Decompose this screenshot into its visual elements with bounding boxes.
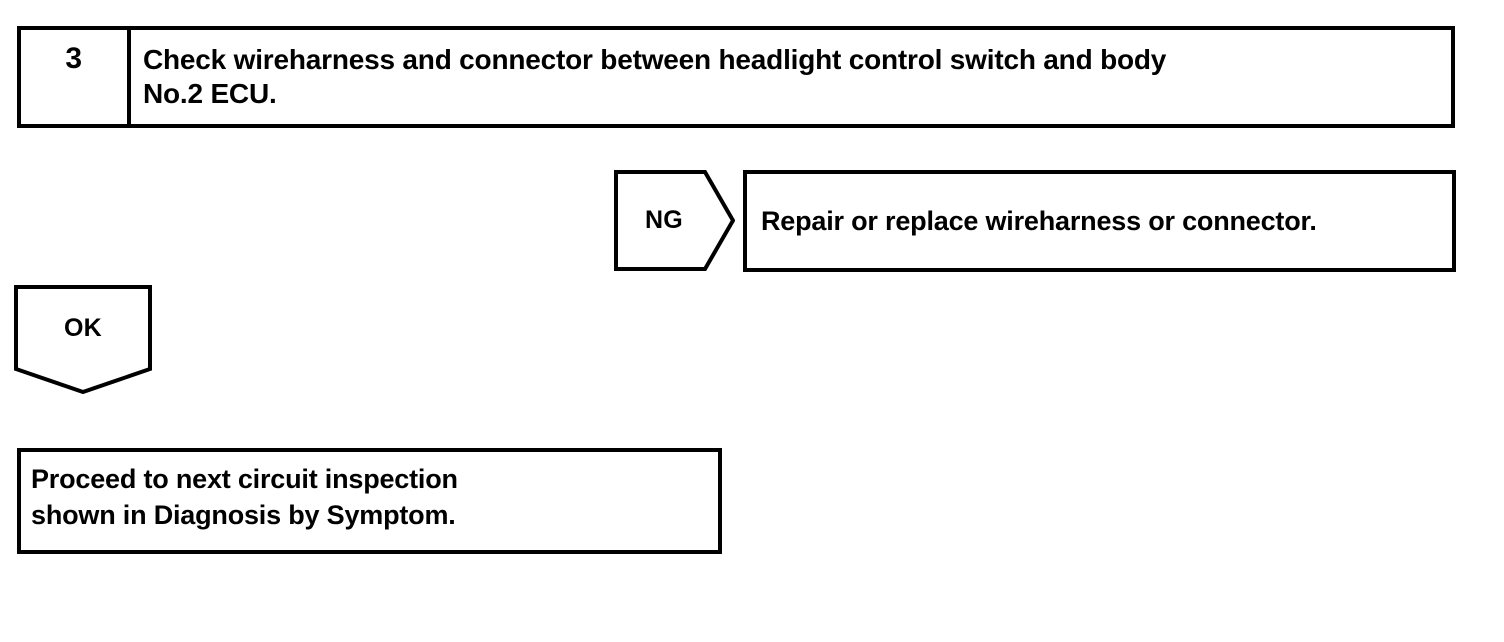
ng-branch-arrow (614, 170, 735, 271)
ok-branch-arrow (14, 285, 152, 394)
final-outcome-text: Proceed to next circuit inspection shown… (31, 464, 458, 530)
ng-result-text: Repair or replace wireharness or connect… (761, 205, 1317, 236)
step-instruction-text: Check wireharness and connector between … (143, 44, 1167, 110)
ok-arrow-icon (14, 285, 152, 394)
step-number-cell: 3 (21, 30, 131, 124)
final-outcome-box: Proceed to next circuit inspection shown… (17, 448, 722, 554)
step-number: 3 (65, 42, 83, 75)
ng-result-box: Repair or replace wireharness or connect… (743, 170, 1456, 272)
step-instruction-cell: Check wireharness and connector between … (131, 30, 1451, 124)
ng-arrow-icon (614, 170, 735, 271)
step-row: 3 Check wireharness and connector betwee… (17, 26, 1455, 128)
